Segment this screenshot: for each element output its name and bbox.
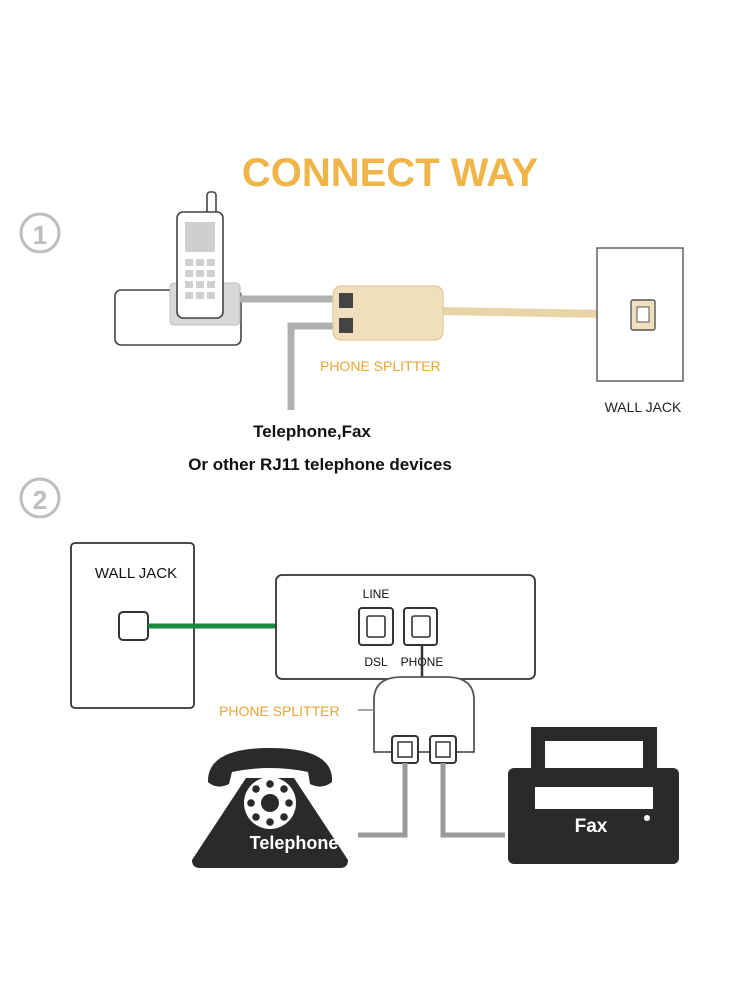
modem-line-port-label: LINE (363, 587, 390, 601)
phone-splitter (358, 645, 475, 764)
diagram-title: CONNECT WAY (242, 151, 539, 195)
svg-text:1: 1 (33, 220, 47, 250)
phone-splitter (332, 285, 609, 341)
phone-cable (240, 295, 338, 410)
phone-splitter-label: PHONE SPLITTER (320, 358, 441, 374)
devices-caption-line1: Telephone,Fax (253, 422, 371, 441)
telephone-label: Telephone (250, 833, 339, 853)
phone-splitter-label: PHONE SPLITTER (219, 703, 340, 719)
wall-jack (596, 247, 684, 382)
phone-cable (358, 763, 505, 838)
svg-text:2: 2 (33, 485, 47, 515)
devices-caption-line2: Or other RJ11 telephone devices (188, 455, 452, 474)
step-one-badge: 1 (19, 212, 61, 254)
fax-machine-icon (508, 727, 679, 864)
wall-jack-label: WALL JACK (95, 565, 177, 582)
cordless-phone-icon (114, 191, 242, 346)
modem (275, 574, 536, 680)
fax-label: Fax (575, 816, 608, 837)
wall-jack-label: WALL JACK (605, 399, 682, 415)
wall-jack (70, 542, 195, 709)
step-two-badge: 2 (19, 477, 61, 519)
rotary-telephone-icon (192, 748, 348, 868)
modem-dsl-port-label: DSL (364, 655, 388, 669)
